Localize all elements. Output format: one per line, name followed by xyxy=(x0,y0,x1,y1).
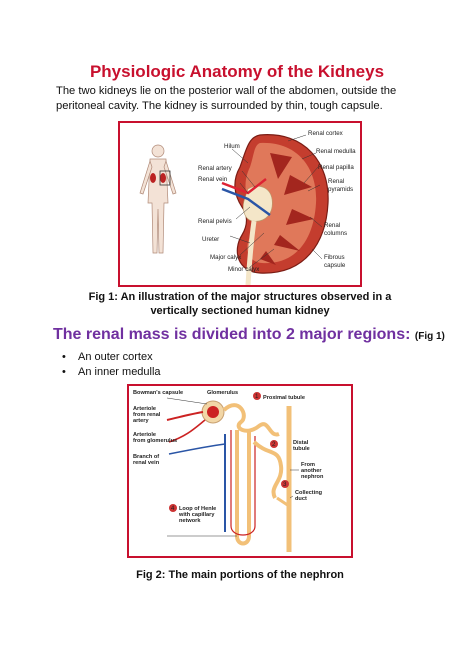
label-distal-tubule-1: Distal xyxy=(293,440,309,446)
label-branch-renal-vein-1: Branch of xyxy=(133,454,159,460)
label-renal-pelvis: Renal pelvis xyxy=(198,218,232,225)
label-hilum: Hilum xyxy=(224,143,240,150)
label-renal-papilla: Renal papilla xyxy=(318,164,354,171)
section-heading-text: The renal mass is divided into 2 major r… xyxy=(53,326,411,343)
label-arteriole-from-artery-3: artery xyxy=(133,418,149,424)
figure-nephron: 1 2 3 4 Bowman's capsule Glomerulus Prox… xyxy=(127,384,353,558)
section-heading: The renal mass is divided into 2 major r… xyxy=(53,326,445,344)
body-silhouette-icon xyxy=(139,144,177,254)
figure-kidney: Hilum Renal artery Renal vein Renal pelv… xyxy=(118,121,362,287)
label-renal-pyramids-1: Renal xyxy=(328,178,344,185)
label-loop-of-henle-1: Loop of Henle xyxy=(179,506,216,512)
label-bowmans-capsule: Bowman's capsule xyxy=(133,390,183,396)
label-renal-columns-1: Renal xyxy=(324,222,340,229)
label-collecting-duct-1: Collecting xyxy=(295,490,323,496)
small-kidneys-icon xyxy=(150,170,171,186)
label-major-calyx: Major calyx xyxy=(210,254,242,261)
label-arteriole-from-artery-1: Arteriole xyxy=(133,406,156,412)
marker-2: 2 xyxy=(272,441,276,448)
label-arteriole-from-artery-2: from renal xyxy=(133,412,161,418)
label-from-another-nephron-3: nephron xyxy=(301,474,324,480)
section-figure-ref: (Fig 1) xyxy=(414,331,445,342)
label-fibrous-capsule-1: Fibrous xyxy=(324,254,345,261)
label-proximal-tubule: Proximal tubule xyxy=(263,395,305,401)
label-loop-of-henle-3: network xyxy=(179,518,201,524)
kidney-illustration xyxy=(221,134,329,285)
label-renal-pyramids-2: pyramids xyxy=(328,186,353,193)
marker-4: 4 xyxy=(171,505,175,512)
regions-list: An outer cortex An inner medulla xyxy=(62,350,161,380)
marker-1: 1 xyxy=(255,393,259,400)
label-distal-tubule-2: tubule xyxy=(293,446,310,452)
label-fibrous-capsule-2: capsule xyxy=(324,262,346,269)
figure1-caption: Fig 1: An illustration of the major stru… xyxy=(88,291,392,317)
label-minor-calyx: Minor calyx xyxy=(228,266,260,273)
label-ureter: Ureter xyxy=(202,236,219,243)
label-branch-renal-vein-2: renal vein xyxy=(133,460,160,466)
label-arteriole-glomerulus-1: Arteriole xyxy=(133,432,156,438)
label-collecting-duct-2: duct xyxy=(295,496,307,502)
marker-3: 3 xyxy=(283,481,287,488)
label-from-another-nephron-1: From xyxy=(301,462,315,468)
nephron-illustration xyxy=(166,400,292,552)
label-renal-artery: Renal artery xyxy=(198,165,233,172)
step-markers: 1 2 3 4 xyxy=(169,392,289,512)
label-renal-columns-2: columns xyxy=(324,230,347,237)
intro-paragraph: The two kidneys lie on the posterior wal… xyxy=(56,85,397,112)
label-renal-medulla: Renal medulla xyxy=(316,148,356,155)
label-glomerulus: Glomerulus xyxy=(207,390,238,396)
label-renal-cortex: Renal cortex xyxy=(308,130,344,137)
page-title: Physiologic Anatomy of the Kidneys xyxy=(89,62,385,81)
label-renal-vein: Renal vein xyxy=(198,176,228,183)
label-loop-of-henle-2: with capillary xyxy=(178,512,215,518)
figure2-caption: Fig 2: The main portions of the nephron xyxy=(136,569,344,581)
label-from-another-nephron-2: another xyxy=(301,468,322,474)
list-item: An inner medulla xyxy=(62,365,161,380)
label-arteriole-glomerulus-2: from glomerulus xyxy=(133,438,177,444)
list-item: An outer cortex xyxy=(62,350,161,365)
